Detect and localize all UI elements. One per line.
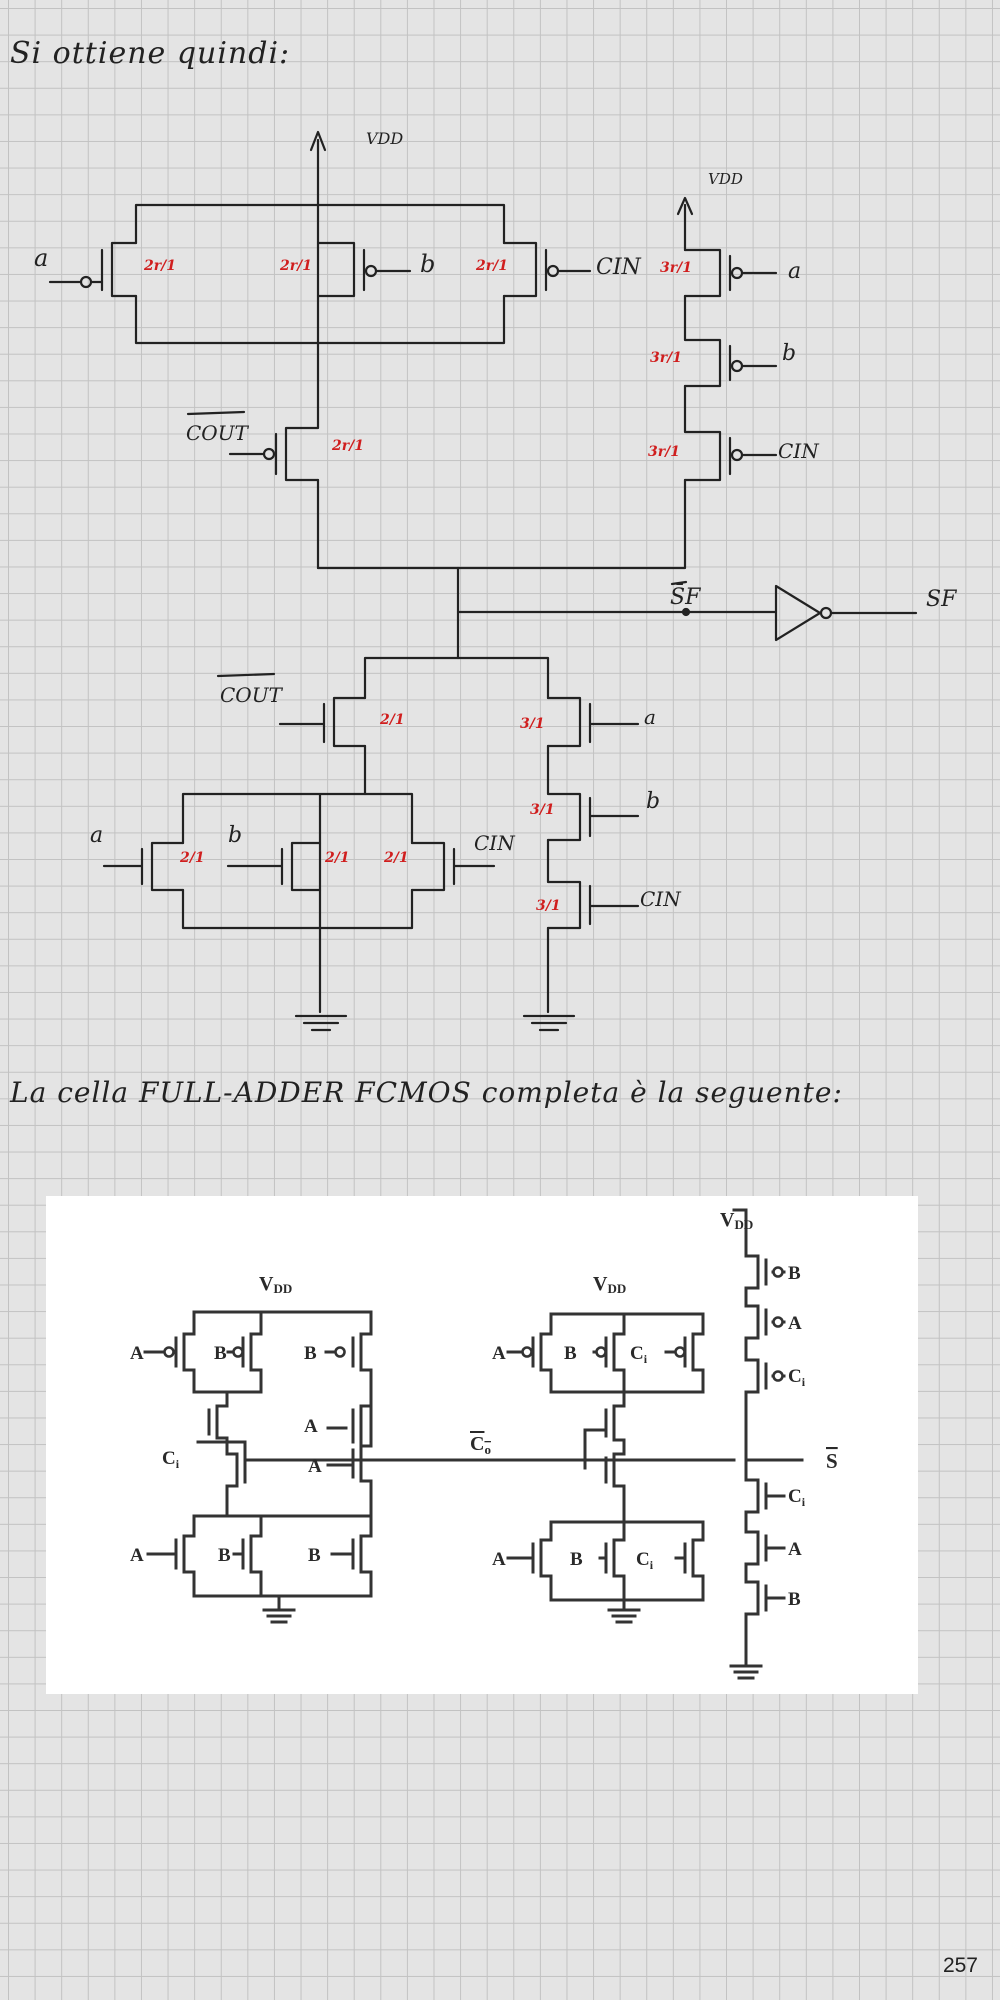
input-label-a: A (130, 1545, 144, 1566)
gate-label: CIN (474, 831, 516, 855)
gate-label: a (34, 244, 48, 272)
gate-label: a (788, 259, 801, 284)
input-label-ci: Ci (162, 1448, 180, 1471)
size-annotation: 2r/1 (331, 438, 364, 454)
vdd-label-middle: VDD (593, 1273, 626, 1296)
page-number: 257 (942, 1954, 978, 1977)
input-label-a: A (492, 1343, 506, 1364)
size-annotation: 3r/1 (648, 444, 680, 460)
input-label-ci: Ci (636, 1549, 654, 1572)
input-label-a: A (492, 1549, 506, 1570)
input-label-b: B (788, 1263, 801, 1284)
input-label-b: B (788, 1589, 801, 1610)
hand-drawn-schematic: VDD VDD a b CIN COUT a b CIN S̄F SF COUT… (34, 129, 957, 1032)
carry-out-label: Co (470, 1433, 491, 1457)
input-label-ci: Ci (788, 1486, 806, 1509)
input-label-a: A (788, 1313, 802, 1334)
size-annotation: 2/1 (324, 850, 350, 866)
sum-out-label: S (826, 1449, 838, 1473)
input-label-b: B (304, 1343, 317, 1364)
size-annotation: 2/1 (379, 712, 405, 728)
printed-schematic-panel: VDD VDD VDD A B B A A A B B Ci Co A B Ci… (46, 1196, 918, 1694)
input-label-ci: Ci (788, 1366, 806, 1389)
size-annotation: 3r/1 (660, 260, 692, 276)
full-adder-intro: La cella FULL-ADDER FCMOS completa è la … (10, 1076, 843, 1109)
output-label: SF (926, 587, 957, 612)
vdd-label: VDD (366, 129, 403, 148)
output-node-label: S̄F (670, 583, 701, 610)
input-label-b: B (570, 1549, 583, 1570)
input-label-b: B (308, 1545, 321, 1566)
size-annotation: 2r/1 (143, 258, 176, 274)
gate-label: CIN (778, 439, 820, 463)
gate-label: b (782, 341, 796, 366)
input-label-a: A (308, 1456, 322, 1477)
size-annotation: 2/1 (179, 850, 205, 866)
input-label-b: B (218, 1545, 231, 1566)
size-annotation: 3/1 (520, 716, 545, 732)
gate-label: b (420, 250, 435, 278)
input-label-a: A (788, 1539, 802, 1560)
page-heading: Si ottiene quindi: (10, 36, 291, 71)
size-annotation: 2/1 (383, 850, 409, 866)
gate-label: CIN (640, 887, 682, 911)
size-annotation: 3/1 (536, 898, 561, 914)
size-annotation: 3r/1 (650, 350, 682, 366)
input-label-a: A (130, 1343, 144, 1364)
input-label-b: B (214, 1343, 227, 1364)
gate-label: b (228, 823, 242, 848)
input-label-b: B (564, 1343, 577, 1364)
input-label-a: A (304, 1416, 318, 1437)
size-annotation: 2r/1 (475, 258, 508, 274)
size-annotation: 2r/1 (279, 258, 312, 274)
gate-label: COUT (186, 421, 250, 445)
full-adder-schematic: VDD VDD VDD A B B A A A B B Ci Co A B Ci… (130, 1208, 838, 1680)
vdd-label-right: VDD (720, 1209, 753, 1232)
gate-label: b (646, 789, 660, 814)
vdd-label-left: VDD (259, 1273, 292, 1296)
vdd-right-label: VDD (708, 170, 743, 188)
gate-label: CIN (596, 255, 642, 280)
gate-label: a (644, 705, 656, 729)
input-label-ci: Ci (630, 1343, 648, 1366)
size-annotation: 3/1 (530, 802, 555, 818)
gate-label: a (90, 823, 103, 848)
gate-label: COUT (220, 683, 284, 707)
